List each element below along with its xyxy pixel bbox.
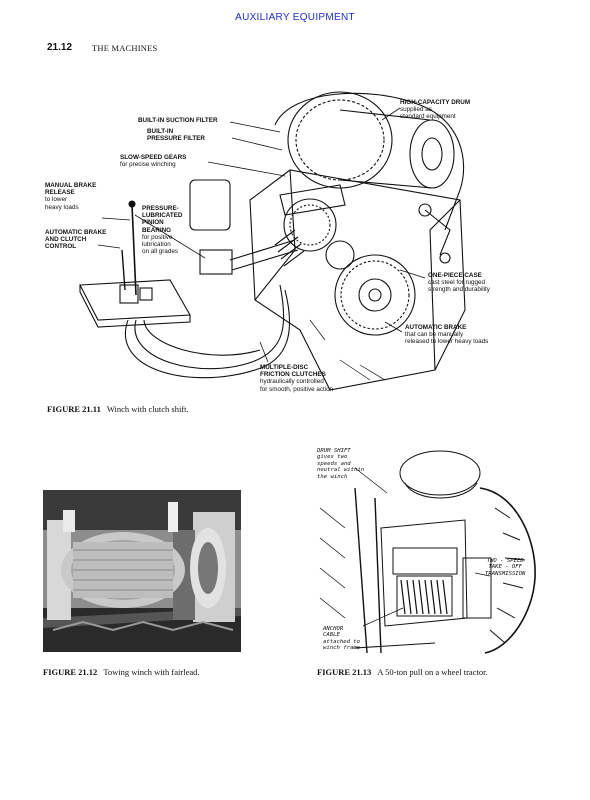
callout-title: AND CLUTCH bbox=[45, 236, 87, 244]
callout-line: gives two bbox=[317, 454, 348, 461]
callout-auto-brake-clutch-control: AUTOMATIC BRAKE AND CLUTCH CONTROL bbox=[45, 229, 106, 251]
callout-title: HIGH-CAPACITY DRUM bbox=[400, 99, 471, 106]
callout-line: for precise winching bbox=[120, 161, 176, 169]
callout-manual-brake-release: MANUAL BRAKE RELEASE to lower heavy load… bbox=[45, 182, 96, 211]
callout-line: ANCHOR bbox=[323, 626, 344, 632]
page-number: 21.12 bbox=[47, 42, 73, 53]
caption-text: Towing winch with fairlead. bbox=[103, 667, 200, 677]
callout-title: BUILT-IN SUCTION FILTER bbox=[138, 117, 218, 124]
figure-21-12-caption: FIGURE 21.12 Towing winch with fairlead. bbox=[43, 667, 200, 677]
callout-title: MULTIPLE-DISC bbox=[260, 364, 309, 371]
winch-illustration bbox=[79, 91, 466, 391]
callout-line: strength and durability bbox=[428, 286, 490, 294]
callout-title: SLOW-SPEED GEARS bbox=[120, 154, 187, 161]
callout-pressure-filter: BUILT-IN PRESSURE FILTER bbox=[147, 128, 205, 142]
callout-line: neutral within bbox=[317, 467, 365, 474]
callout-line: on all grades bbox=[142, 248, 179, 256]
figure-21-13: DRUM SHIFT gives two speeds and neutral … bbox=[315, 448, 540, 658]
callout-line: attached to bbox=[323, 638, 361, 645]
callout-title: AUTOMATIC BRAKE bbox=[405, 324, 467, 331]
callout-title: CONTROL bbox=[45, 243, 77, 251]
callout-line: cast steel for rugged bbox=[428, 279, 486, 287]
callout-title: PRESSURE FILTER bbox=[147, 135, 205, 143]
callout-line: DRUM SHIFT bbox=[317, 448, 351, 454]
callout-line: winch frame bbox=[323, 645, 361, 652]
figure-21-11-caption: FIGURE 21.11 Winch with clutch shift. bbox=[47, 404, 189, 414]
caption-text: A 50-ton pull on a wheel tractor. bbox=[377, 667, 488, 677]
callout-line: for smooth, positive action bbox=[260, 385, 334, 393]
caption-number: FIGURE 21.12 bbox=[43, 667, 98, 677]
callout-line: TRANSMISSION bbox=[485, 570, 526, 577]
callout-pinion-bearing: PRESSURE- LUBRICATED PINION BEARING for … bbox=[142, 205, 182, 255]
callout-automatic-brake: AUTOMATIC BRAKE that can be manually rel… bbox=[405, 324, 488, 346]
callout-line: speeds and bbox=[317, 460, 351, 467]
callout-title: FRICTION CLUTCHES bbox=[260, 371, 326, 379]
callout-friction-clutches: MULTIPLE-DISC FRICTION CLUTCHES hydrauli… bbox=[260, 364, 333, 393]
callout-title: LUBRICATED bbox=[142, 212, 183, 220]
tractor-illustration bbox=[319, 450, 536, 654]
callout-line: hydraulically controlled bbox=[260, 378, 324, 386]
callout-line: that can be manually bbox=[405, 331, 464, 339]
callout-line: TAKE - OFF bbox=[488, 564, 523, 571]
callout-high-capacity-drum: HIGH-CAPACITY DRUM supplied as standard … bbox=[400, 99, 470, 121]
caption-number: FIGURE 21.11 bbox=[47, 404, 101, 414]
callout-line: the winch bbox=[317, 473, 348, 480]
callout-title: BUILT-IN bbox=[147, 128, 174, 135]
callout-line: standard equipment bbox=[400, 113, 456, 121]
callout-line: TWO - SPEED bbox=[486, 558, 524, 564]
callout-line: to lower bbox=[45, 196, 68, 204]
callout-title: PINION bbox=[142, 219, 164, 227]
callout-title: ONE-PIECE CASE bbox=[428, 272, 482, 279]
running-head: AUXILIARY EQUIPMENT bbox=[235, 12, 355, 23]
caption-number: FIGURE 21.13 bbox=[317, 667, 372, 677]
callout-suction-filter: BUILT-IN SUCTION FILTER bbox=[138, 117, 218, 124]
callout-line: supplied as bbox=[400, 106, 432, 114]
callout-one-piece-case: ONE-PIECE CASE cast steel for rugged str… bbox=[428, 272, 490, 294]
callout-line: CABLE bbox=[323, 632, 340, 639]
callout-line: heavy loads bbox=[45, 203, 79, 211]
callout-line: lubrication bbox=[142, 241, 171, 249]
callout-anchor-cable: ANCHOR CABLE attached to winch frame bbox=[323, 626, 360, 652]
callout-title: PRESSURE- bbox=[142, 205, 179, 212]
figure-21-13-caption: FIGURE 21.13 A 50-ton pull on a wheel tra… bbox=[317, 667, 488, 677]
callout-title: BEARING bbox=[142, 226, 172, 234]
callout-line: for positive bbox=[142, 233, 173, 241]
callout-line: released to lower heavy loads bbox=[405, 338, 489, 346]
figure-21-11: HIGH-CAPACITY DRUM supplied as standard … bbox=[40, 80, 570, 400]
callout-drum-shift: DRUM SHIFT gives two speeds and neutral … bbox=[317, 448, 364, 480]
section-title: THE MACHINES bbox=[92, 43, 158, 53]
caption-text: Winch with clutch shift. bbox=[106, 404, 189, 414]
callout-slow-speed-gears: SLOW-SPEED GEARS for precise winching bbox=[120, 154, 186, 168]
callout-two-speed-transmission: TWO - SPEED TAKE - OFF TRANSMISSION bbox=[485, 558, 525, 577]
callout-title: RELEASE bbox=[45, 189, 75, 197]
callout-title: AUTOMATIC BRAKE bbox=[45, 229, 107, 236]
figure-21-12-photo bbox=[43, 490, 241, 652]
callout-title: MANUAL BRAKE bbox=[45, 182, 97, 189]
